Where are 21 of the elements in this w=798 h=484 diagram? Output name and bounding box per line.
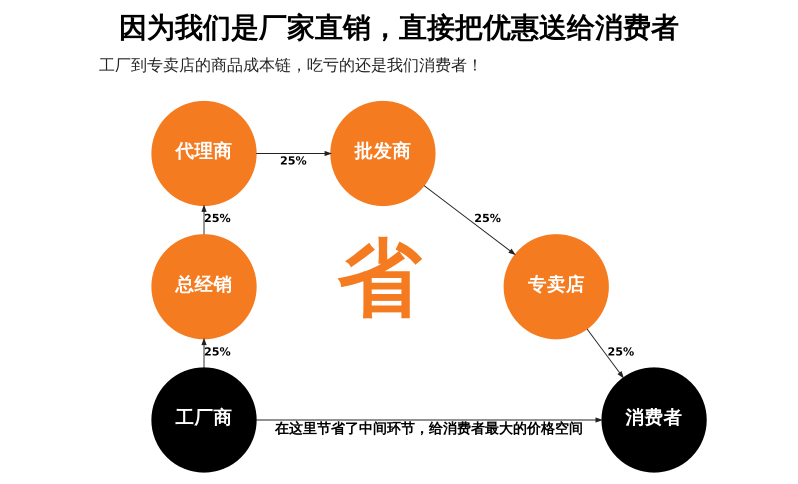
label: 省 bbox=[338, 228, 422, 327]
node-circle: 代理商 bbox=[151, 100, 257, 206]
arrow bbox=[201, 338, 207, 368]
node-circle: 工厂商 bbox=[151, 367, 257, 473]
arrow bbox=[201, 204, 207, 235]
edge-label: 25% bbox=[204, 212, 231, 226]
edge-label: 25% bbox=[204, 345, 231, 358]
diagram-title: 因为我们是厂家直销，直接把优惠送给消费者 bbox=[118, 10, 679, 44]
edge-label: 25% bbox=[608, 345, 634, 358]
node-circle: 专卖店 bbox=[504, 234, 609, 340]
node-circle: 批发商 bbox=[330, 100, 436, 206]
node-circle: 总经销 bbox=[151, 234, 257, 340]
arrow bbox=[256, 150, 332, 156]
label: 工厂到专卖店的商品成本链，吃亏的还是我们消费者！ bbox=[99, 56, 484, 75]
arrow bbox=[256, 417, 603, 423]
edge-label: 25% bbox=[280, 154, 307, 168]
edge-label: 25% bbox=[474, 212, 501, 226]
arrow bbox=[586, 328, 624, 379]
edge-label: 在这里节省了中间环节，给消费者最大的价格空间 bbox=[274, 421, 583, 438]
node-circle: 消费者 bbox=[601, 367, 707, 473]
arrow bbox=[424, 185, 516, 256]
